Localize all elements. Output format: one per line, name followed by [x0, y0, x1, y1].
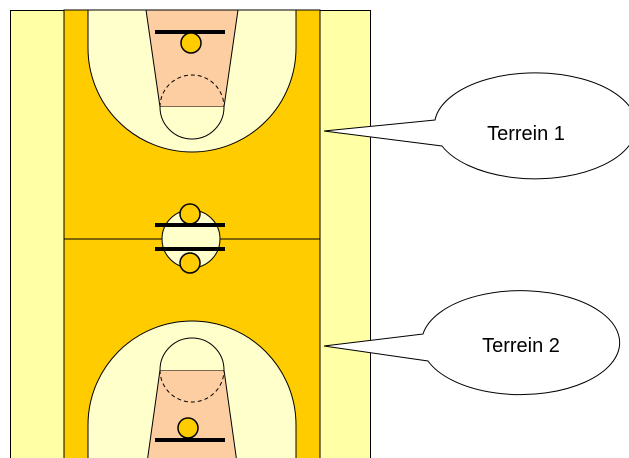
callout-bubble-terrein-2	[323, 290, 621, 396]
free-throw-circle-dashed-bottom	[159, 369, 225, 403]
key-area-top	[145, 9, 239, 108]
hoop-bottom	[177, 417, 199, 439]
callout-label-terrein-1: Terrein 1	[487, 123, 565, 145]
hoop-center-upper	[179, 203, 201, 225]
callout-bubble-terrein-1	[323, 72, 629, 180]
free-throw-circle-top	[159, 106, 225, 140]
hoop-center-lower	[179, 252, 201, 274]
free-throw-circle-dashed-top	[159, 74, 225, 108]
callout-label-terrein-2: Terrein 2	[482, 335, 560, 357]
key-area-bottom	[147, 369, 237, 458]
free-throw-circle-bottom	[159, 337, 225, 371]
hoop-top	[180, 32, 202, 54]
